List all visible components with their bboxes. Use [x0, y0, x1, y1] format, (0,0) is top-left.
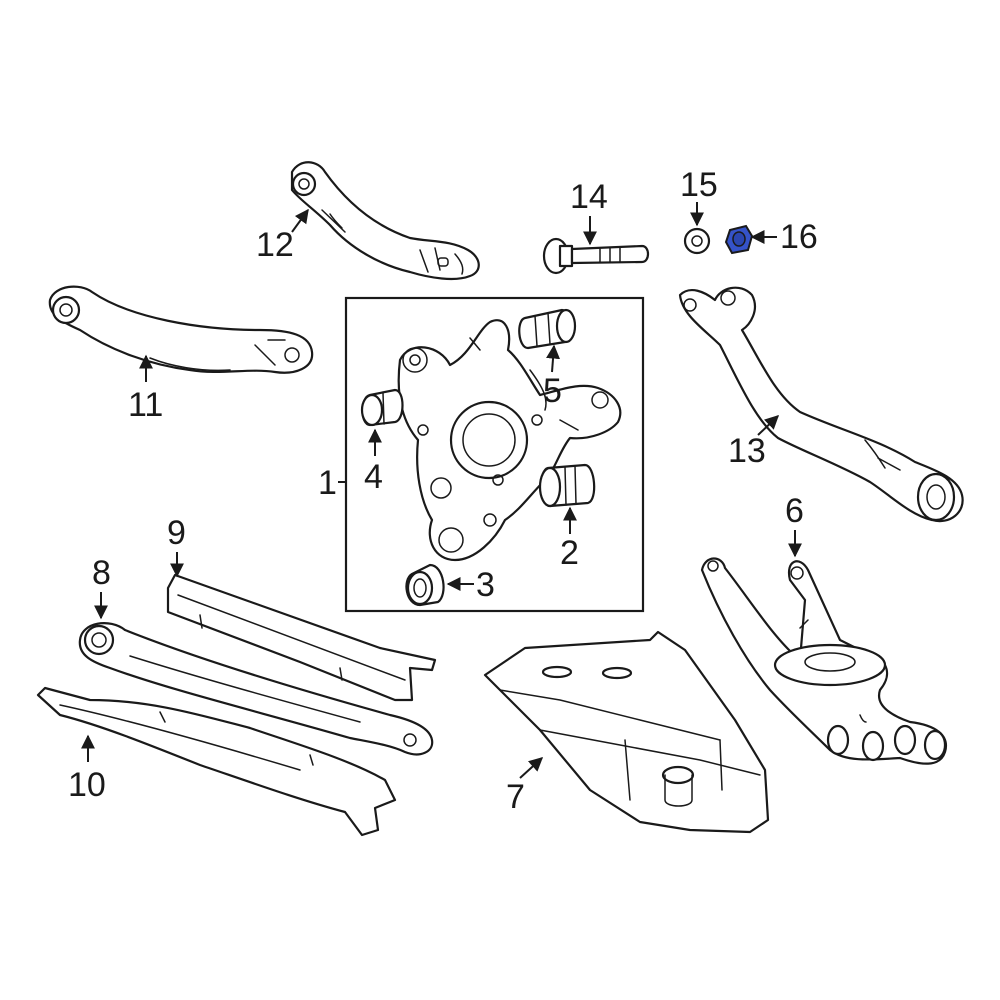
shield-7[interactable] [483, 630, 770, 834]
callout-12: 12 [256, 226, 294, 264]
leader-13 [757, 415, 780, 436]
bushing-5[interactable] [518, 308, 577, 350]
spring-link-6[interactable] [700, 557, 948, 765]
bushing-3[interactable] [405, 563, 445, 607]
callout-1: 1 [318, 464, 337, 502]
callout-10: 10 [68, 766, 106, 804]
nut-16[interactable] [724, 224, 754, 255]
leader-7 [519, 757, 544, 779]
bushing-2[interactable] [538, 463, 596, 508]
callout-16: 16 [780, 218, 818, 256]
washer-15[interactable] [683, 227, 711, 255]
callout-6: 6 [785, 492, 804, 530]
callout-7: 7 [506, 778, 525, 816]
callout-9: 9 [167, 514, 186, 552]
callout-2: 2 [560, 534, 579, 572]
callout-4: 4 [364, 458, 383, 496]
callout-11: 11 [128, 386, 163, 424]
callout-8: 8 [92, 554, 111, 592]
knuckle-assembly-box[interactable] [344, 296, 645, 613]
leader-12 [291, 208, 309, 233]
upper-control-arm-12[interactable] [290, 161, 480, 281]
bolt-14[interactable] [542, 237, 650, 275]
leader-lines [81, 202, 802, 779]
callout-14: 14 [570, 178, 608, 216]
arm-8[interactable] [78, 622, 434, 756]
callout-labels: 1 2 3 4 5 6 7 8 9 10 11 12 13 14 15 16 [68, 166, 818, 816]
control-arm-13[interactable] [678, 286, 964, 523]
bushing-4[interactable] [360, 388, 404, 427]
callout-15: 15 [680, 166, 718, 204]
control-arm-11[interactable] [48, 285, 314, 374]
callout-5: 5 [543, 372, 562, 410]
arm-10[interactable] [36, 686, 397, 837]
callout-13: 13 [728, 432, 766, 470]
plate-9[interactable] [166, 573, 437, 702]
callout-3: 3 [476, 566, 495, 604]
leader-5 [546, 344, 561, 373]
